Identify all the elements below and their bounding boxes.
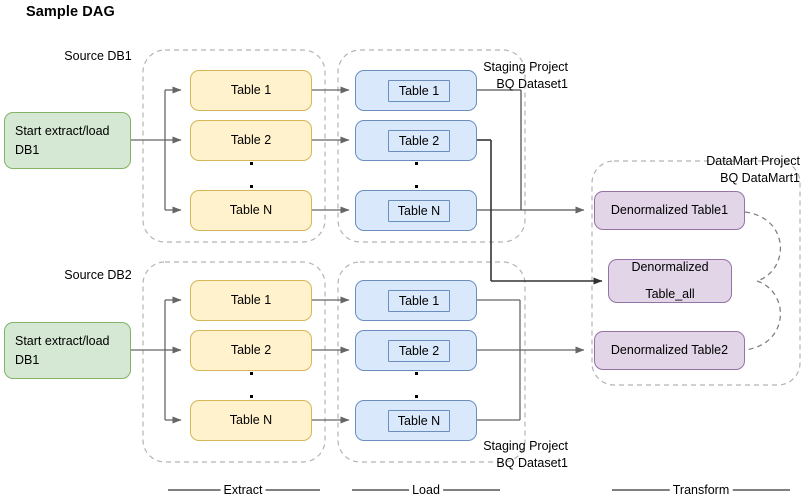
edges-load-top-to-denorm-table-all [476,139,603,285]
start-node-label: Start extract/load DB1 [15,334,110,367]
edges-extract-to-load-top [311,86,350,214]
extract-bottom-table-2[interactable]: Table 2 [190,330,312,371]
extract-top-table-1[interactable]: Table 1 [190,70,312,111]
phase-label-load: Load [409,483,443,497]
container-source-db2-extract [142,261,326,463]
container-datamart [591,160,801,386]
load-top-table-n[interactable]: Table N [355,190,477,231]
node-label: Table N [397,203,441,218]
vertical-ellipsis-icon [411,162,421,188]
denormalized-table1[interactable]: Denormalized Table1 [594,191,745,230]
start-extract-load-db1-bottom[interactable]: Start extract/load DB1 [4,322,131,379]
node-label: Denormalized Table2 [610,343,729,358]
vertical-ellipsis-icon [411,372,421,398]
node-label: Table N [229,203,273,218]
node-label: Denormalized Table_all [631,260,709,301]
load-top-table-2[interactable]: Table 2 [355,120,477,161]
edges-datamart-dependencies [744,211,781,351]
node-label: Table 1 [230,83,272,98]
load-bottom-table-1[interactable]: Table 1 [355,280,477,321]
node-label: Table 2 [398,343,440,358]
node-label: Table N [397,413,441,428]
load-top-table-1[interactable]: Table 1 [355,70,477,111]
node-label: Table 2 [398,133,440,148]
load-bottom-table-2[interactable]: Table 2 [355,330,477,371]
node-label: Table 2 [230,133,272,148]
node-label: Table 2 [230,343,272,358]
page-title: Sample DAG [26,4,115,20]
inner-table-rect: Table 2 [388,340,450,362]
extract-bottom-table-n[interactable]: Table N [190,400,312,441]
extract-top-table-n[interactable]: Table N [190,190,312,231]
inner-table-rect: Table 2 [388,130,450,152]
load-bottom-table-n[interactable]: Table N [355,400,477,441]
phase-label-extract: Extract [220,483,266,497]
start-node-label: Start extract/load DB1 [15,124,110,157]
group-label-source-db1: Source DB1 [64,49,132,63]
node-label: Table N [229,413,273,428]
group-label-staging-bottom: Staging Project BQ Dataset1 [483,439,568,470]
phase-label-transform: Transform [669,483,733,497]
node-label: Table 1 [398,83,440,98]
extract-bottom-table-1[interactable]: Table 1 [190,280,312,321]
edges-start-db1-to-extract-top [131,86,182,214]
inner-table-rect: Table 1 [388,290,450,312]
node-label: Table 1 [230,293,272,308]
edges-load-top-to-denorm-table1 [476,89,585,214]
edges-start-db2-to-extract-bottom [131,296,182,424]
inner-table-rect: Table N [388,410,450,432]
extract-top-table-2[interactable]: Table 2 [190,120,312,161]
denormalized-table-all[interactable]: Denormalized Table_all [608,259,732,303]
group-label-staging-top: Staging Project BQ Dataset1 [483,60,568,91]
group-label-datamart: DataMart Project BQ DataMart1 [706,154,800,185]
vertical-ellipsis-icon [246,372,256,398]
node-label: Denormalized Table1 [610,203,729,218]
vertical-ellipsis-icon [246,162,256,188]
inner-table-rect: Table N [388,200,450,222]
container-source-db1-extract [142,49,326,243]
edges-load-bottom-to-denorm-table2 [476,299,585,421]
group-label-source-db2: Source DB2 [64,268,132,282]
container-staging-bottom [337,261,526,463]
edges-extract-to-load-bottom [311,296,350,424]
inner-table-rect: Table 1 [388,80,450,102]
start-extract-load-db1-top[interactable]: Start extract/load DB1 [4,112,131,169]
node-label: Table 1 [398,293,440,308]
denormalized-table2[interactable]: Denormalized Table2 [594,331,745,370]
